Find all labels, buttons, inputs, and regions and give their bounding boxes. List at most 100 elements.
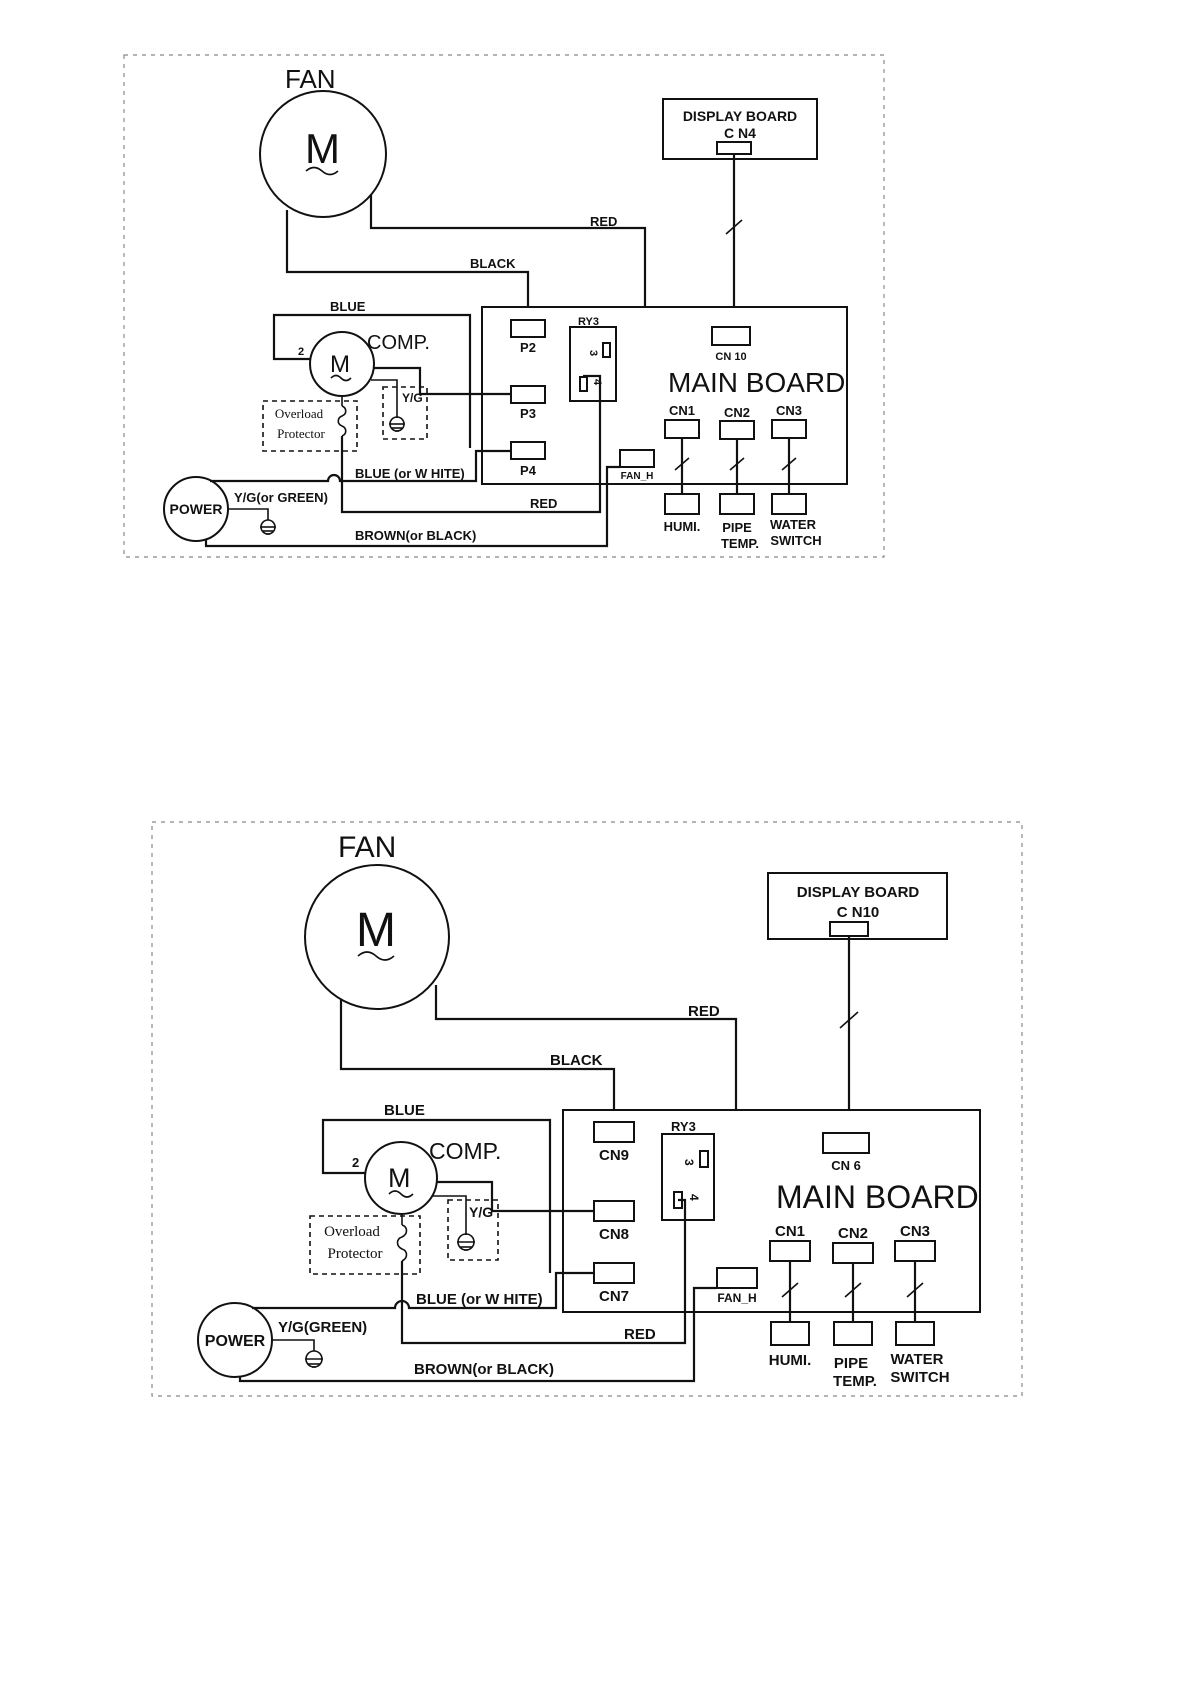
relay-label: RY3 <box>671 1119 696 1134</box>
main-board-connector-label: CN 6 <box>831 1158 861 1173</box>
relay-ry3 <box>661 1133 715 1221</box>
wiring-diagram-1: FAN M RED BLACK DISPLAY BOARD C N4 MAIN … <box>123 54 885 558</box>
wire-yg-label: Y/G(GREEN) <box>278 1319 367 1336</box>
cn2-slash-icon <box>729 457 745 471</box>
wire-comp-ground <box>433 1195 467 1235</box>
compressor-tilde-icon <box>330 374 352 382</box>
wire-blue-white <box>210 449 511 483</box>
sensor-humi-label: HUMI. <box>664 519 701 534</box>
wire-red-bottom-label: RED <box>530 496 557 511</box>
terminal-1-label: CN9 <box>599 1147 629 1164</box>
overload-label-1: Overload <box>324 1224 380 1240</box>
relay-ry3 <box>569 326 617 402</box>
sensor-pipe-label-1: PIPE <box>834 1355 868 1372</box>
fan-motor-icon <box>259 90 387 218</box>
wire-black <box>339 1000 616 1122</box>
cn3-label: CN3 <box>900 1223 930 1240</box>
ac-tilde-icon <box>305 166 339 176</box>
power-label: POWER <box>170 501 223 517</box>
compressor-symbol: M <box>388 1163 411 1193</box>
display-board <box>767 872 948 940</box>
cn1-socket <box>769 1240 811 1262</box>
sensor-water-switch <box>771 493 807 515</box>
display-board-socket <box>716 141 752 155</box>
terminal-1 <box>593 1121 635 1143</box>
fan-h-label: FAN_H <box>717 1291 756 1305</box>
ground-icon <box>260 519 276 535</box>
wire-brown <box>204 465 620 548</box>
terminal-2-label: P3 <box>520 406 536 421</box>
display-board-title: DISPLAY BOARD <box>797 884 920 901</box>
overload-label-2: Protector <box>328 1246 383 1262</box>
terminal-2 <box>510 385 546 404</box>
wire-red-top-label: RED <box>590 214 617 229</box>
wire-black-label: BLACK <box>550 1052 603 1069</box>
wire-blue-white-label: BLUE (or W HITE) <box>355 466 465 481</box>
wire-black-label: BLACK <box>470 256 516 271</box>
diagram-2-frame <box>151 821 1023 1397</box>
overload-label-1: Overload <box>275 406 324 421</box>
compressor-tilde-icon <box>388 1190 414 1198</box>
cn2-label: CN2 <box>724 405 750 420</box>
relay-pin-3-label: 3 <box>587 350 599 356</box>
terminal-3-label: CN7 <box>599 1288 629 1305</box>
fan-label: FAN <box>285 64 336 94</box>
fan-h-terminal <box>619 449 655 468</box>
main-board-label: MAIN BOARD <box>668 367 845 398</box>
power-label: POWER <box>205 1333 266 1350</box>
compressor-label: COMP. <box>429 1138 501 1164</box>
cn3-label: CN3 <box>776 403 802 418</box>
sensor-humi-label: HUMI. <box>769 1352 812 1369</box>
cn2-socket <box>832 1242 874 1264</box>
wire-blue-white <box>252 1271 594 1310</box>
fan-label: FAN <box>338 831 396 864</box>
cn1-label: CN1 <box>669 403 695 418</box>
wire-blue-label: BLUE <box>330 299 366 314</box>
terminal-3 <box>510 441 546 460</box>
wire-comp-to-terminal-2 <box>371 366 511 396</box>
main-board-connector-label: CN 10 <box>715 351 746 363</box>
overload-protector-box <box>309 1215 421 1275</box>
display-board-connector: C N10 <box>837 904 880 921</box>
main-board-connector <box>822 1132 870 1154</box>
cn2-slash-icon <box>844 1282 862 1298</box>
cn1-slash-icon <box>781 1282 799 1298</box>
fan-motor-icon <box>304 864 450 1010</box>
wire-comp-ground <box>371 379 398 418</box>
wire-red-bottom-label: RED <box>624 1326 656 1343</box>
terminal-1-label: P2 <box>520 340 536 355</box>
sensor-pipe-temp <box>833 1321 873 1346</box>
relay-pin-3 <box>602 342 611 358</box>
main-board-connector <box>711 326 751 346</box>
sensor-pipe-label-2: TEMP. <box>833 1373 877 1390</box>
ground-icon <box>305 1350 323 1368</box>
wire-brown-label: BROWN(or BLACK) <box>414 1361 554 1378</box>
wire-blue-loop <box>321 1118 552 1273</box>
wire-blue-label: BLUE <box>384 1102 425 1119</box>
relay-pin-4 <box>579 376 588 392</box>
cn3-socket <box>894 1240 936 1262</box>
cn1-socket <box>664 419 700 439</box>
overload-coil-icon <box>337 396 347 437</box>
fan-h-terminal <box>716 1267 758 1289</box>
wire-yg-green <box>228 508 269 520</box>
sensor-water-label-2: SWITCH <box>770 533 821 548</box>
compressor-symbol: M <box>330 351 350 378</box>
sensor-humi <box>770 1321 810 1346</box>
cn1-slash-icon <box>674 457 690 471</box>
compressor-pin-label: 2 <box>298 346 304 358</box>
relay-pin-4-label: 4 <box>687 1194 701 1201</box>
wire-blue-loop <box>272 313 472 448</box>
compressor-pin-label: 2 <box>352 1155 359 1170</box>
yg-label: Y/G <box>402 391 423 405</box>
fan-motor-symbol: M <box>305 125 340 172</box>
display-board-socket <box>829 921 869 937</box>
fan-motor-symbol: M <box>356 904 396 957</box>
relay-label: RY3 <box>578 316 599 328</box>
fan-h-label: FAN_H <box>621 471 654 482</box>
cn1-label: CN1 <box>775 1223 805 1240</box>
yg-ground-box <box>447 1199 499 1261</box>
wire-blue-white-label: BLUE (or W HITE) <box>416 1291 543 1308</box>
sensor-water-switch <box>895 1321 935 1346</box>
